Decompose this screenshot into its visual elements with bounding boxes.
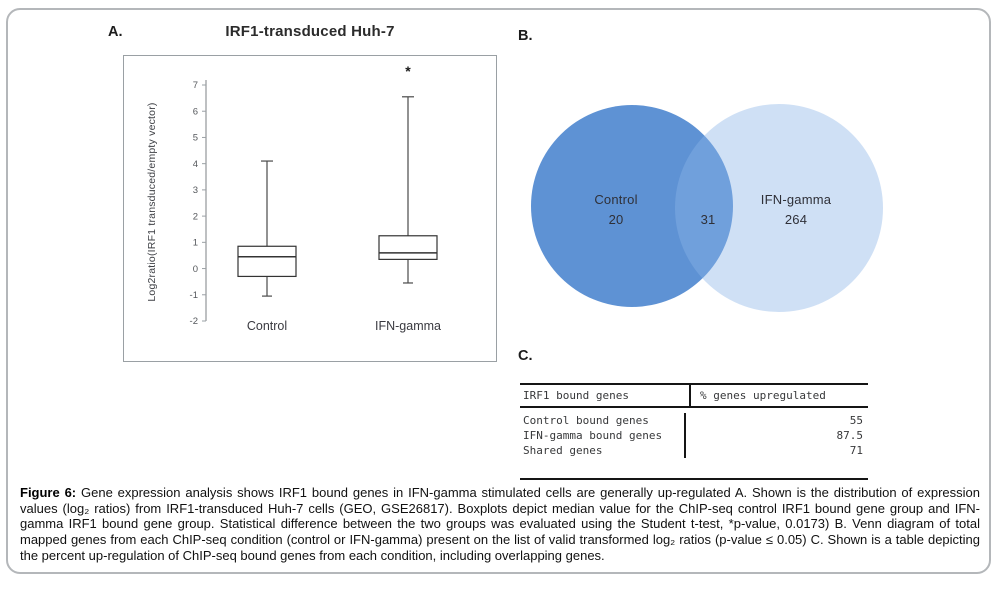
- figure-caption-prefix: Figure 6:: [20, 485, 77, 500]
- significance-star: *: [405, 63, 411, 79]
- table-header-row: IRF1 bound genes % genes upregulated: [520, 385, 868, 408]
- venn-value-ifn-gamma: 264: [784, 212, 808, 227]
- panel-a-label: A.: [108, 24, 123, 40]
- table-row-label: Shared genes: [523, 444, 603, 457]
- category-label: IFN-gamma: [375, 319, 441, 333]
- category-label: Control: [247, 319, 287, 333]
- table-body-col2: 55 87.5 71: [684, 413, 868, 458]
- table-row-label: IFN-gamma bound genes: [523, 429, 663, 442]
- y-axis-tick-label: 6: [193, 106, 198, 117]
- y-axis-label: Log2ratio(IRF1 transduced/empty vector): [146, 102, 158, 302]
- upregulation-table: IRF1 bound genes % genes upregulated Con…: [520, 383, 868, 480]
- y-axis-tick-label: -1: [190, 290, 198, 301]
- table-header-col1: IRF1 bound genes: [523, 389, 629, 402]
- box: [237, 245, 297, 278]
- venn-label-ifn-gamma: IFN-gamma: [760, 192, 832, 207]
- table-row-label: Control bound genes: [523, 414, 649, 427]
- y-axis-tick-label: 0: [193, 264, 198, 275]
- y-axis-tick-label: 5: [193, 133, 198, 144]
- venn-circle-control: [531, 105, 733, 307]
- figure-border: [6, 8, 991, 574]
- y-axis-tick-label: 3: [193, 185, 198, 196]
- boxplot-title: IRF1-transduced Huh-7: [225, 23, 395, 40]
- table-header-col2: % genes upregulated: [689, 385, 868, 406]
- venn-circle-ifn-gamma: [675, 104, 883, 312]
- panel-c-label: C.: [518, 348, 533, 364]
- box: [378, 235, 438, 260]
- figure-caption: Figure 6: Gene expression analysis shows…: [20, 485, 980, 564]
- y-axis-tick-label: 1: [193, 238, 198, 249]
- venn-label-control: Control: [594, 192, 638, 207]
- table-row-value: 55: [849, 414, 863, 427]
- y-axis-tick-label: -2: [190, 316, 198, 327]
- venn-value-overlap: 31: [700, 212, 716, 227]
- figure-caption-body: Gene expression analysis shows IRF1 boun…: [20, 485, 980, 563]
- venn-value-control: 20: [608, 212, 624, 227]
- panel-b-label: B.: [518, 28, 533, 44]
- table-row-value: 87.5: [836, 429, 864, 442]
- table-row-value: 71: [849, 444, 863, 457]
- y-axis-tick-label: 4: [193, 159, 198, 170]
- y-axis-tick-label: 7: [193, 80, 198, 91]
- y-axis-tick-label: 2: [193, 211, 198, 222]
- boxplot-chart: 7 6 5 4 3 2 1 0 -1 -2 Control IFN-gamma *: [190, 63, 441, 333]
- boxplot-frame: 7 6 5 4 3 2 1 0 -1 -2 Control IFN-gamma *: [123, 55, 497, 362]
